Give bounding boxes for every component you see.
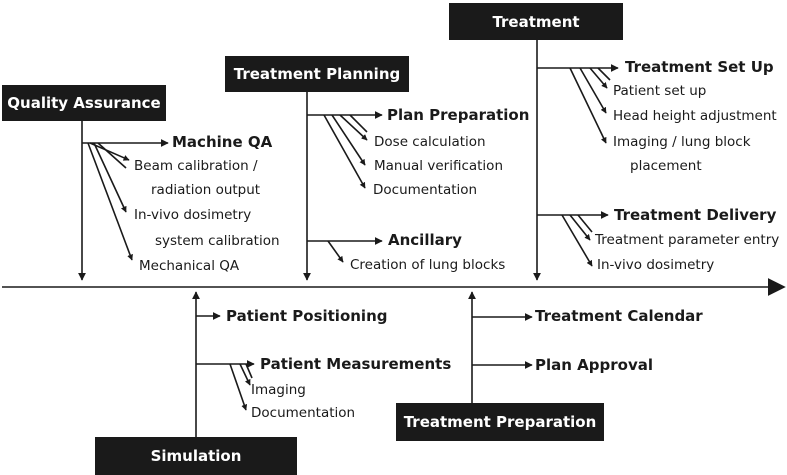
detail-placement: placement	[630, 158, 702, 174]
sub-cause-plan-preparation: Plan Preparation	[387, 106, 530, 124]
sub-cause-patient-positioning: Patient Positioning	[226, 307, 388, 325]
detail-in-vivo-dosimetry-treatment: In-vivo dosimetry	[597, 257, 715, 273]
sub-cause-ancillary: Ancillary	[388, 231, 462, 249]
detail-manual-verification: Manual verification	[374, 158, 504, 174]
category-box-simulation: Simulation	[95, 437, 297, 475]
category-box-treatment-planning: Treatment Planning	[225, 56, 409, 92]
detail-documentation-planning: Documentation	[373, 182, 478, 198]
sub-cause-plan-approval: Plan Approval	[535, 356, 653, 374]
detail-in-vivo-dosimetry-qa: In-vivo dosimetry	[134, 207, 252, 223]
sub-cause-machine-qa: Machine QA	[172, 133, 273, 151]
detail-patient-set-up: Patient set up	[613, 83, 707, 99]
sub-cause-patient-measurements: Patient Measurements	[260, 355, 452, 373]
category-box-treatment-preparation: Treatment Preparation	[396, 403, 604, 441]
detail-beam-calibration: Beam calibration /	[134, 158, 258, 174]
detail-dose-calculation: Dose calculation	[374, 134, 486, 150]
category-box-quality-assurance: Quality Assurance	[2, 85, 166, 121]
detail-head-height-adjustment: Head height adjustment	[613, 108, 777, 124]
detail-system-calibration: system calibration	[155, 233, 280, 249]
detail-treatment-parameter-entry: Treatment parameter entry	[595, 232, 780, 248]
detail-documentation-simulation: Documentation	[251, 405, 356, 421]
detail-creation-of-lung-blocks: Creation of lung blocks	[350, 257, 506, 273]
category-box-treatment: Treatment	[449, 3, 623, 40]
detail-imaging-simulation: Imaging	[251, 382, 306, 398]
sub-cause-treatment-delivery: Treatment Delivery	[614, 206, 777, 224]
detail-imaging-lung-block: Imaging / lung block	[613, 134, 751, 150]
sub-cause-treatment-calendar: Treatment Calendar	[535, 307, 703, 325]
sub-cause-treatment-set-up: Treatment Set Up	[625, 58, 774, 76]
detail-radiation-output: radiation output	[151, 182, 261, 198]
detail-mechanical-qa: Mechanical QA	[139, 258, 240, 274]
